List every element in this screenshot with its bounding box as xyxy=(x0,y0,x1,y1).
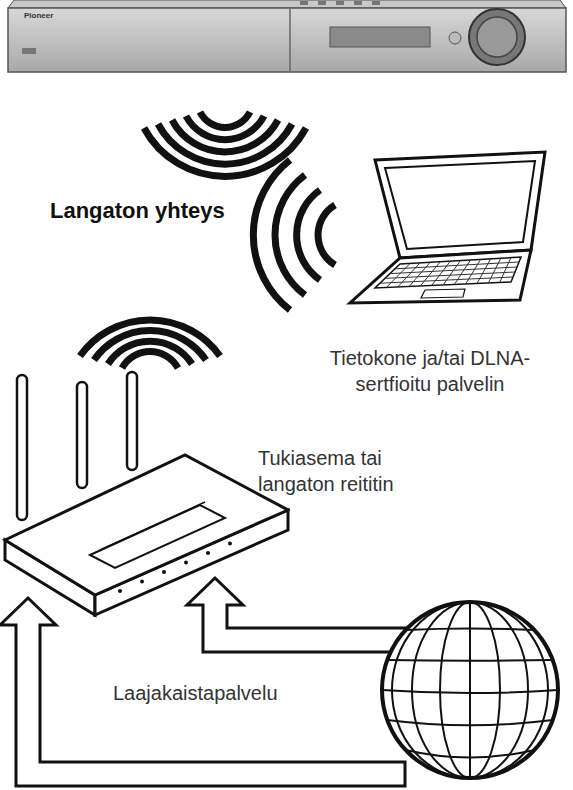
internet-globe-drawing xyxy=(375,595,565,785)
wireless-router-drawing xyxy=(0,370,290,620)
connection-label: Langaton yhteys xyxy=(50,198,225,224)
laptop-computer: Tietokone ja/tai DLNA-sertfioitu palveli… xyxy=(345,150,560,310)
internet-globe: Laajakaistapalvelu xyxy=(375,595,565,785)
brand-logo: Pioneer xyxy=(24,11,53,20)
device-label: Laajakaistapalvelu xyxy=(113,680,333,706)
receiver-unit xyxy=(8,0,566,72)
device-label: Tietokone ja/tai DLNA-sertfioitu palveli… xyxy=(295,345,565,397)
wireless-router: Tukiasema tai langaton reititin xyxy=(0,370,290,620)
laptop-computer-drawing xyxy=(345,150,560,310)
wireless-waves xyxy=(80,112,335,368)
device-label: Tukiasema tai langaton reititin xyxy=(258,445,428,497)
broadband-arrow xyxy=(0,578,405,786)
